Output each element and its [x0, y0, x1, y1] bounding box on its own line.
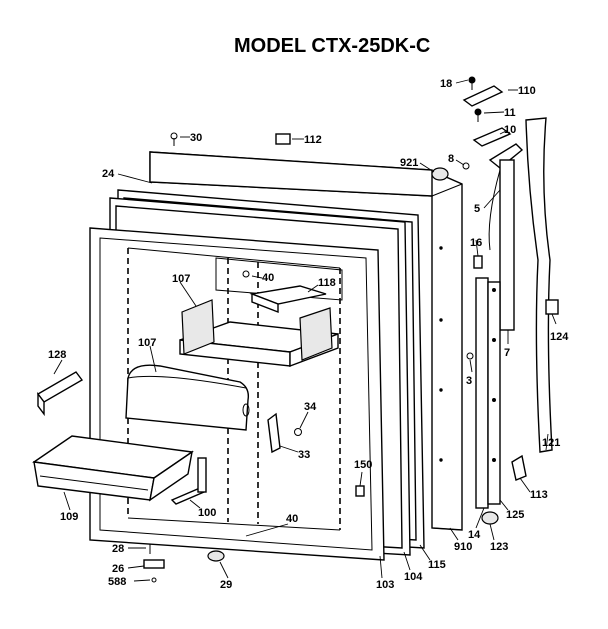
part-label-28: 28 — [112, 543, 124, 555]
part-label-34: 34 — [304, 401, 317, 413]
part-label-110: 110 — [518, 85, 536, 97]
part-label-107-upper: 107 — [172, 273, 190, 285]
part-label-109: 109 — [60, 511, 78, 523]
part-label-115: 115 — [428, 559, 446, 571]
hinge-assembly — [462, 85, 524, 331]
part-label-124: 124 — [550, 331, 569, 343]
part-label-5: 5 — [474, 203, 480, 215]
trim-strip — [525, 117, 553, 453]
part-label-26: 26 — [112, 563, 124, 575]
bracket-100 — [170, 457, 207, 505]
part-label-29: 29 — [220, 579, 232, 591]
model-title: MODEL CTX-25DK-C — [234, 35, 430, 57]
screw-34 — [294, 428, 302, 436]
part-label-588: 588 — [108, 576, 126, 588]
part-label-10: 10 — [504, 124, 516, 136]
part-label-14: 14 — [468, 529, 481, 541]
part-label-910: 910 — [454, 541, 472, 553]
part-label-128: 128 — [48, 349, 66, 361]
door-outer-panel — [149, 151, 463, 531]
part-label-40-upper: 40 — [262, 272, 274, 284]
part-label-112: 112 — [304, 134, 322, 146]
part-label-104: 104 — [404, 571, 423, 583]
part-label-100: 100 — [198, 507, 216, 519]
part-label-40-lower: 40 — [286, 513, 298, 525]
part-label-121: 121 — [542, 437, 560, 449]
handle-rail — [475, 277, 501, 509]
bracket-128 — [36, 371, 84, 417]
part-label-3: 3 — [466, 375, 472, 387]
part-label-8: 8 — [448, 153, 454, 165]
fastener-150 — [355, 485, 365, 497]
small-hardware — [143, 76, 559, 583]
part-label-125: 125 — [506, 509, 524, 521]
part-labels: 18 110 11 10 30 112 921 8 24 5 16 107 40… — [48, 78, 569, 591]
part-label-150: 150 — [354, 459, 372, 471]
part-label-30: 30 — [190, 132, 202, 144]
part-label-18: 18 — [440, 78, 452, 90]
leader-lines — [53, 79, 557, 582]
upper-door-shelf — [179, 299, 339, 368]
part-label-103: 103 — [376, 579, 394, 591]
part-label-113: 113 — [530, 489, 548, 501]
part-label-118: 118 — [318, 277, 336, 289]
part-label-921: 921 — [400, 157, 418, 169]
part-label-24: 24 — [102, 168, 115, 180]
small-shelf — [249, 285, 327, 314]
part-label-7: 7 — [504, 347, 510, 359]
dairy-compartment-door — [125, 364, 250, 431]
part-label-123: 123 — [490, 541, 508, 553]
bottom-door-bin — [32, 435, 194, 502]
clip-33 — [267, 412, 281, 454]
part-label-11: 11 — [504, 107, 516, 119]
part-label-33: 33 — [298, 449, 310, 461]
part-label-16: 16 — [470, 237, 482, 249]
part-label-107-lower: 107 — [138, 337, 156, 349]
